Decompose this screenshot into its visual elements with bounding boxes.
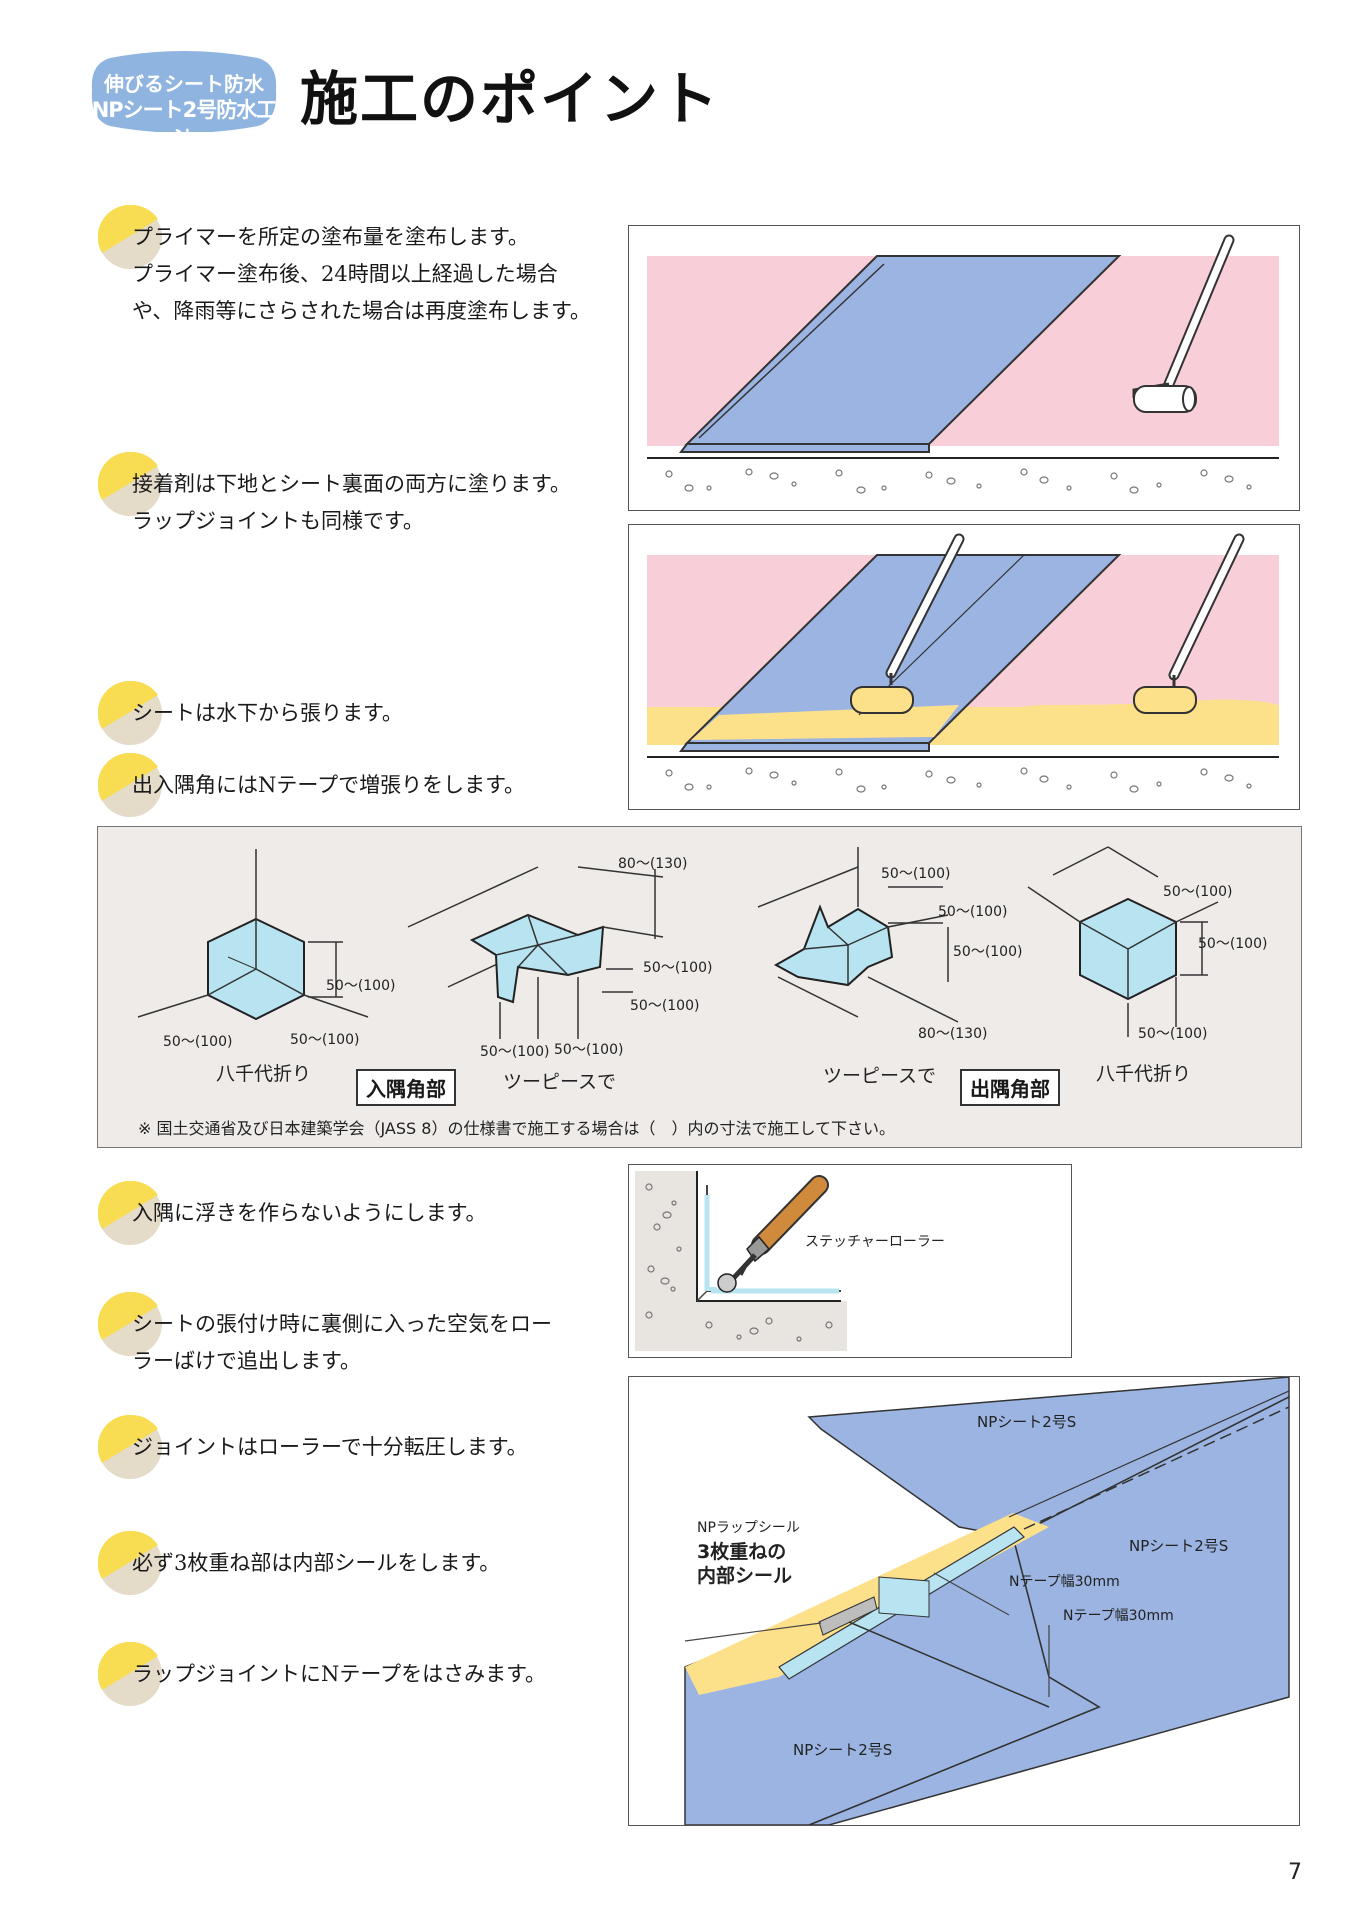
point-text: 必ず3枚重ね部は内部シールをします。: [132, 1551, 501, 1575]
corner-diagrams: [137, 846, 1219, 1039]
stitcher-roller-label: ステッチャーローラー: [805, 1234, 945, 1250]
primer-illustration: [628, 225, 1300, 511]
bullet-icon: [98, 681, 162, 745]
sheet-label-bottom: NPシート2号S: [793, 1741, 893, 1759]
page-title: 施工のポイント: [300, 65, 721, 133]
lap-joint-illustration: NPシート2号S NPシート2号S NPシート2号S NPラップシール 3枚重ね…: [628, 1376, 1300, 1826]
stitcher-roller-illustration: ステッチャーローラー: [628, 1164, 1072, 1358]
point-text: や、降雨等にさらされた場合は再度塗布します。: [132, 299, 591, 323]
dim-label: 50～(100): [1198, 936, 1268, 952]
point-text: ラーばけで追出します。: [132, 1349, 361, 1373]
n-tape-label-2: Nテープ幅30mm: [1063, 1608, 1174, 1624]
badge-line2: NPシート2号防水工法: [91, 98, 278, 152]
dim-label: 50～(100): [554, 1042, 624, 1058]
n-tape-label-1: Nテープ幅30mm: [1009, 1574, 1120, 1590]
point-text: 出入隅角にはNテープで増張りをします。: [132, 773, 526, 797]
point-text: シートは水下から張ります。: [132, 701, 403, 725]
bullet-icon: [98, 205, 162, 269]
dim-label: 50～(100): [1138, 1026, 1208, 1042]
caption-hachiyo-right: 八千代折り: [1096, 1063, 1192, 1085]
outside-corner-label: 出隅角部: [960, 1069, 1060, 1106]
dim-label: 50～(100): [480, 1044, 550, 1060]
dim-label: 50～(100): [643, 960, 713, 976]
bullet-icon: [98, 1292, 162, 1356]
point-text: プライマーを所定の塗布量を塗布します。: [132, 225, 529, 249]
dim-label: 80～(130): [918, 1026, 988, 1042]
bullet-icon: [98, 1415, 162, 1479]
inside-corner-label: 入隅角部: [356, 1069, 456, 1106]
point-text: ラップジョイントにNテープをはさみます。: [132, 1662, 547, 1686]
bullet-icon: [98, 1531, 162, 1595]
dim-label: 50～(100): [938, 904, 1008, 920]
series-badge: 伸びるシート防水 NPシート2号防水工法: [90, 50, 278, 152]
point-text: プライマー塗布後、24時間以上経過した場合: [132, 262, 558, 286]
sheet-label-right: NPシート2号S: [1129, 1537, 1229, 1555]
dim-label: 50～(100): [326, 978, 396, 994]
point-text: 接着剤は下地とシート裏面の両方に塗ります。: [132, 472, 571, 496]
dim-label: 50～(100): [953, 944, 1023, 960]
triple-overlap-label-2: 内部シール: [697, 1565, 793, 1587]
bullet-icon: [98, 1642, 162, 1706]
badge-line1: 伸びるシート防水: [104, 72, 264, 96]
caption-twopiece-right: ツーピースで: [823, 1065, 937, 1087]
dim-label: 50～(100): [881, 866, 951, 882]
badge-shape: [91, 51, 277, 133]
bullet-icon: [98, 452, 162, 516]
point-text: 入隅に浮きを作らないようにします。: [132, 1201, 487, 1225]
bullet-icon: [98, 1181, 162, 1245]
caption-hachiyo-left: 八千代折り: [216, 1063, 312, 1085]
dim-label: 50～(100): [630, 998, 700, 1014]
page-number: 7: [1288, 1860, 1302, 1885]
point-text: ジョイントはローラーで十分転圧します。: [132, 1435, 528, 1459]
caption-twopiece-left: ツーピースで: [503, 1071, 617, 1093]
point-text: シートの張付け時に裏側に入った空気をロー: [132, 1312, 552, 1336]
dim-label: 50～(100): [163, 1034, 233, 1050]
dim-label: 50～(100): [290, 1032, 360, 1048]
dim-label: 50～(100): [1163, 884, 1233, 900]
triple-overlap-label-1: 3枚重ねの: [697, 1541, 787, 1563]
lap-seal-label: NPラップシール: [697, 1520, 800, 1536]
dim-label: 80～(130): [618, 856, 688, 872]
corner-detail-panel: 50～(100) 50～(100) 50～(100) 80～(130) 50～(…: [97, 826, 1302, 1148]
bullet-icon: [98, 753, 162, 817]
point-text: ラップジョイントも同様です。: [132, 509, 424, 533]
specification-note: ※ 国土交通省及び日本建築学会（JASS 8）の仕様書で施工する場合は（ ）内の…: [138, 1119, 895, 1138]
sheet-label-top: NPシート2号S: [977, 1413, 1077, 1431]
adhesive-illustration: [628, 524, 1300, 810]
